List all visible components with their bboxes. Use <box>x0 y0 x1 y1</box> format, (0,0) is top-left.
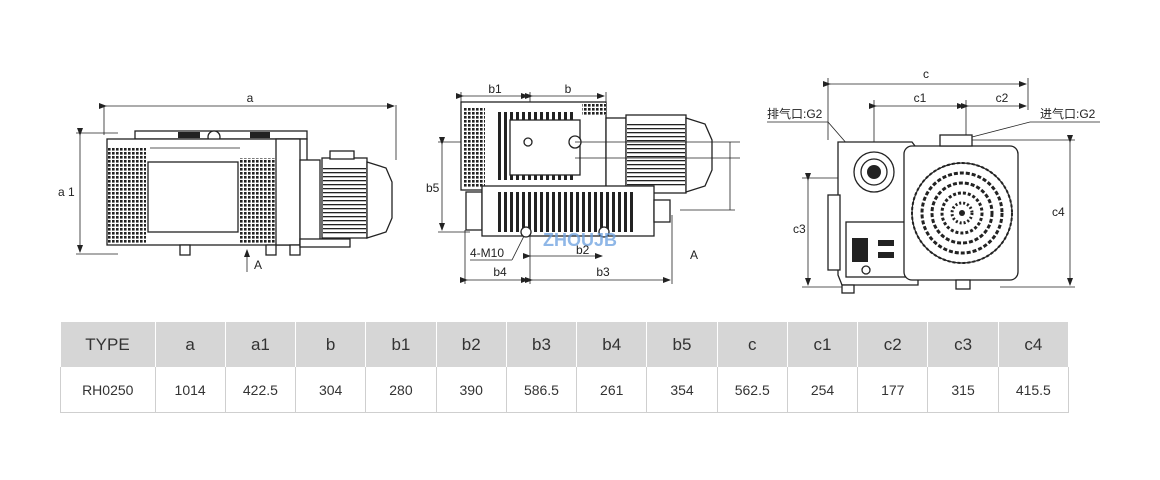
dim-b3-label: b3 <box>596 265 610 279</box>
side-arrow-a-label: A <box>254 258 262 272</box>
table-cell: 304 <box>295 367 367 413</box>
table-cell: 177 <box>857 367 929 413</box>
table-cell: 390 <box>436 367 507 413</box>
dim-a1-label: a 1 <box>58 185 75 199</box>
dim-c2-label: c2 <box>996 91 1009 105</box>
dim-c4-label: c4 <box>1052 205 1065 219</box>
table-header-cell: TYPE <box>60 322 156 367</box>
dim-c1-label: c1 <box>914 91 927 105</box>
table-cell: 562.5 <box>717 367 788 413</box>
table-cell: 1014 <box>155 367 226 413</box>
exhaust-label: 排气口:G2 <box>767 106 823 121</box>
table-cell: 586.5 <box>506 367 578 413</box>
table-header-cell: c3 <box>927 322 999 367</box>
end-view: c c1 c2 排气口:G2 进气口:G2 c4 c3 <box>767 67 1100 294</box>
front-view: b1 b b5 ZHOUJB b2 <box>426 82 740 284</box>
table-cell: 422.5 <box>225 367 297 413</box>
dim-c3-label: c3 <box>793 222 806 236</box>
table-header-cell: c1 <box>787 322 859 367</box>
dim-b5-label: b5 <box>426 181 440 195</box>
table-cell: 261 <box>576 367 648 413</box>
dim-b-label: b <box>565 82 572 96</box>
table-header-cell: b1 <box>365 322 437 367</box>
table-cell: 280 <box>365 367 437 413</box>
table-cell: 315 <box>927 367 999 413</box>
table-header-cell: b5 <box>646 322 718 367</box>
table-header-cell: b3 <box>506 322 578 367</box>
dimension-drawings: a a 1 A <box>58 67 1100 294</box>
watermark-text: ZHOUJB <box>543 230 617 250</box>
table-cell: 415.5 <box>998 367 1070 413</box>
dim-a-label: a <box>247 91 254 105</box>
table-header-cell: a <box>155 322 226 367</box>
dim-c-label: c <box>923 67 929 81</box>
table-header-cell: a1 <box>225 322 297 367</box>
table-header-cell: c4 <box>998 322 1070 367</box>
table-header-cell: c2 <box>857 322 929 367</box>
bolt-label: 4-M10 <box>470 246 504 260</box>
table-header-cell: b2 <box>436 322 507 367</box>
side-view: a a 1 A <box>58 91 397 272</box>
table-cell: 354 <box>646 367 718 413</box>
table-header-cell: b4 <box>576 322 648 367</box>
dim-b2-label: b2 <box>576 243 590 257</box>
inlet-label: 进气口:G2 <box>1040 106 1096 121</box>
dim-b1-label: b1 <box>488 82 502 96</box>
table-cell: 254 <box>787 367 859 413</box>
dim-b4-label: b4 <box>493 265 507 279</box>
table-cell: RH0250 <box>60 367 156 413</box>
table-header-cell: c <box>717 322 788 367</box>
table-header-cell: b <box>295 322 367 367</box>
front-arrow-a-label: A <box>690 248 698 262</box>
